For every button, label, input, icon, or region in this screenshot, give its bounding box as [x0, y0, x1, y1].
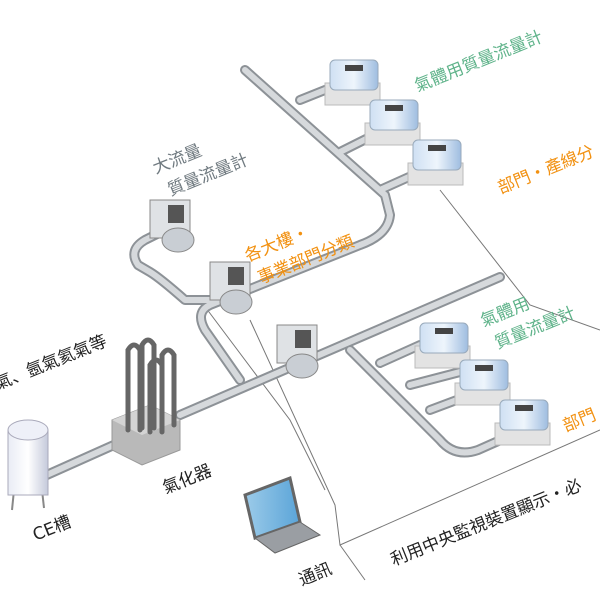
gas-flow-meters: [324, 59, 551, 446]
ce-tank-icon: [7, 419, 49, 511]
gas-mass-flow-meter-icon: [324, 59, 381, 106]
laptop-icon: [243, 475, 322, 554]
gas-mass-flow-meter-icon: [494, 399, 551, 446]
large-mass-flow-meter-icon: [209, 261, 253, 315]
signal-lines: [199, 189, 600, 581]
large-mass-flow-meter-icon: [149, 199, 195, 253]
gas-mass-flow-meter-icon: [364, 99, 421, 146]
large-mass-flow-meter-icon: [276, 324, 319, 379]
large-flow-meters: [149, 199, 319, 379]
vaporizer-icon: [111, 337, 181, 466]
gas-mass-flow-meter-icon: [454, 359, 511, 406]
gas-mass-flow-meter-icon: [414, 322, 471, 369]
gas-mass-flow-meter-icon: [407, 139, 464, 186]
pipe-network: [35, 65, 510, 483]
